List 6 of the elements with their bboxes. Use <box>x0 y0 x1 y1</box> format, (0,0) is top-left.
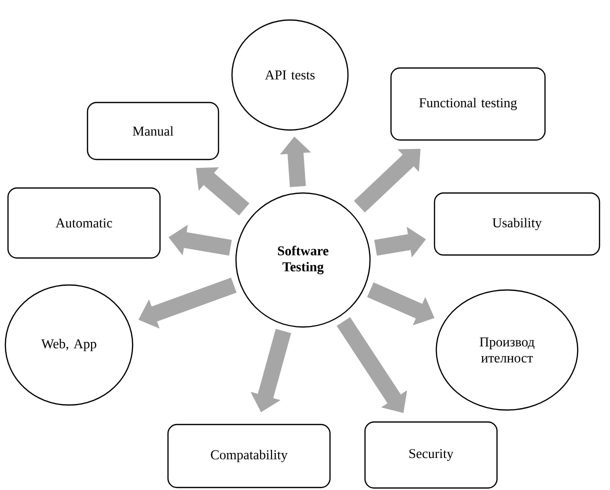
topic-box: Security <box>364 421 498 489</box>
topic-box: Compatability <box>167 424 331 488</box>
topic-box: Manual <box>86 102 220 160</box>
topic-box: Automatic <box>7 187 161 259</box>
topic-box: Functional testing <box>390 67 546 141</box>
topic-box: Usability <box>434 192 600 256</box>
